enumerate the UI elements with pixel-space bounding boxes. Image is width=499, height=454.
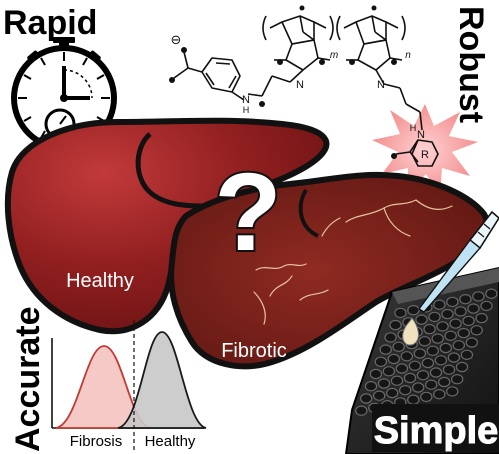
- well: [436, 321, 449, 332]
- well: [425, 379, 438, 390]
- simple-label: Simple: [374, 410, 499, 452]
- well: [441, 308, 454, 320]
- n-subscript: n: [405, 50, 411, 61]
- well: [457, 327, 470, 339]
- well: [460, 349, 474, 360]
- well: [467, 303, 480, 314]
- nh-right-label: N: [417, 129, 425, 141]
- nh-left-label: N: [242, 94, 250, 106]
- well: [373, 390, 386, 401]
- well: [470, 325, 483, 336]
- well: [389, 319, 402, 331]
- charge-label: ⊖: [171, 32, 182, 47]
- healthy-liver-lobe-fold: [135, 132, 213, 209]
- well: [442, 364, 456, 375]
- rapid-label: Rapid: [3, 4, 97, 42]
- healthy-region-label: Healthy: [66, 270, 134, 292]
- well: [449, 318, 462, 329]
- well: [428, 311, 441, 323]
- r-group-label: R: [421, 149, 429, 161]
- well: [374, 356, 387, 367]
- well: [377, 378, 391, 389]
- well: [459, 294, 472, 305]
- m-subscript: m: [330, 50, 338, 61]
- robust-label: Robust: [452, 6, 490, 123]
- well: [446, 296, 459, 308]
- well: [355, 405, 368, 416]
- polymer-labels: ⊖ N N N H N H m n R: [171, 32, 429, 161]
- question-mark: ?: [214, 151, 281, 274]
- well: [403, 372, 417, 384]
- well: [480, 300, 493, 312]
- fibrosis-strands: [253, 199, 453, 325]
- well: [429, 367, 443, 378]
- well: [413, 348, 426, 359]
- well: [379, 344, 392, 355]
- oxygen-atoms: [169, 5, 397, 159]
- well: [394, 307, 407, 319]
- well: [384, 332, 397, 343]
- well: [400, 351, 413, 362]
- well: [433, 389, 446, 400]
- x-tick-fibrosis: Fibrosis: [70, 433, 123, 450]
- well: [465, 337, 478, 348]
- pipette-icon: [402, 210, 499, 346]
- well: [475, 312, 488, 324]
- accurate-label: Accurate: [9, 306, 47, 452]
- well: [418, 336, 431, 347]
- well: [390, 375, 404, 386]
- fibrotic-region-label: Fibrotic: [221, 340, 287, 362]
- well: [407, 305, 420, 316]
- well: [399, 385, 412, 396]
- simple-label-box: Simple: [372, 404, 499, 453]
- well: [485, 288, 498, 299]
- well: [439, 342, 452, 354]
- fibrotic-liver-fold: [298, 188, 319, 238]
- polymer-structure: [173, 15, 439, 167]
- well: [433, 299, 446, 310]
- well: [455, 361, 469, 373]
- well: [407, 394, 420, 405]
- well: [420, 391, 433, 403]
- well: [434, 355, 448, 366]
- droplet: [402, 317, 419, 346]
- well: [454, 306, 467, 317]
- nh-left-h-label: H: [243, 105, 250, 115]
- well: [392, 341, 405, 352]
- well: [438, 376, 451, 388]
- well: [421, 357, 435, 369]
- well: [416, 370, 430, 381]
- well: [386, 387, 399, 399]
- well: [364, 381, 378, 392]
- well: [408, 360, 422, 371]
- r-group-burst: [372, 104, 478, 196]
- well: [412, 382, 425, 393]
- well: [451, 374, 464, 385]
- well: [360, 393, 373, 404]
- n-left-label: N: [296, 79, 304, 91]
- fibrotic-liver: [168, 171, 491, 370]
- well: [395, 363, 409, 374]
- well: [423, 323, 436, 335]
- well: [387, 353, 400, 365]
- well: [369, 368, 383, 380]
- well: [446, 386, 459, 397]
- well: [444, 330, 457, 341]
- n-right-label: N: [377, 79, 385, 91]
- well: [431, 333, 444, 344]
- well: [415, 314, 428, 325]
- nh-right-h-label: H: [410, 123, 417, 133]
- well: [472, 291, 485, 302]
- x-tick-healthy: Healthy: [145, 433, 196, 450]
- well: [382, 366, 396, 377]
- healthy-curve: [117, 331, 207, 429]
- well: [452, 340, 465, 351]
- well: [447, 352, 461, 363]
- well: [426, 345, 439, 356]
- distribution-chart: Fibrosis Healthy: [51, 320, 207, 450]
- well: [462, 315, 475, 327]
